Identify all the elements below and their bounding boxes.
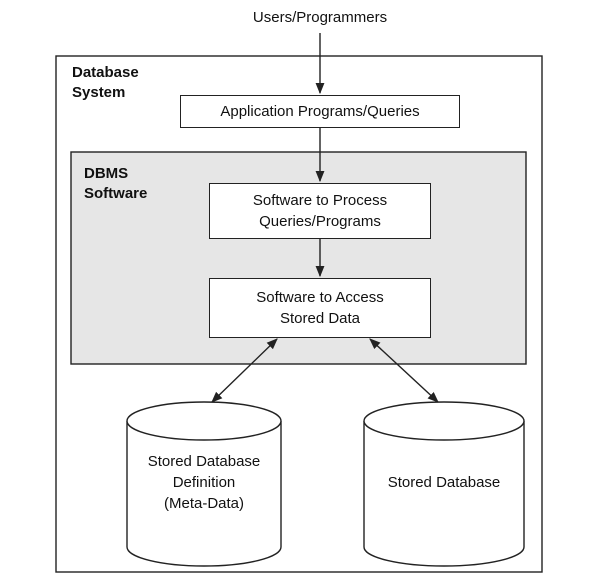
access-software-box: Software to Access Stored Data [209,278,431,338]
meta-data-label: Stored Database Definition (Meta-Data) [147,453,261,512]
users-programmers-label: Users/Programmers [252,9,388,26]
application-programs-box: Application Programs/Queries [180,95,460,128]
arrow-access-stored-db [369,338,439,403]
arrow-access-meta-db [211,338,278,403]
process-software-box: Software to Process Queries/Programs [209,183,431,239]
stored-database-label: Stored Database [387,474,501,491]
meta-data-cylinder [126,401,282,567]
database-system-title: Database System [72,64,139,101]
dbms-software-title: DBMS Software [84,165,148,202]
stored-db-cylinder [363,401,525,567]
